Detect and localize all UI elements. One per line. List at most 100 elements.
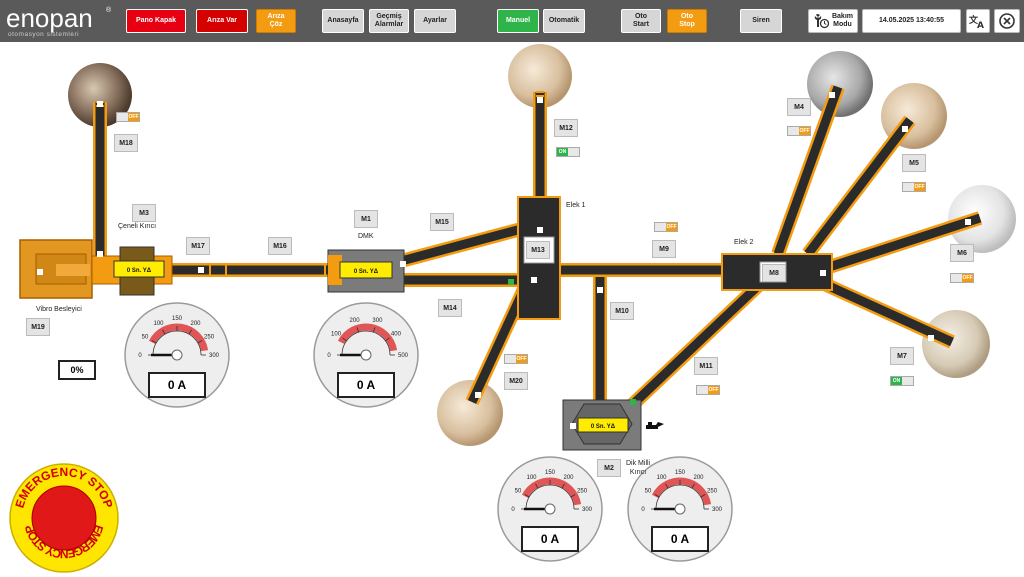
toggle-m4[interactable]: OFF	[787, 126, 811, 136]
gauge-tick-label: 250	[204, 335, 215, 341]
motor-label-m8[interactable]: M8	[762, 264, 786, 282]
ammeter-readout-4: 0 A	[651, 526, 709, 552]
motor-label-m9[interactable]: M9	[652, 240, 676, 258]
gauge-scale	[341, 330, 391, 356]
gauge-tick-label: 0	[511, 507, 515, 513]
bakim-label: Bakım Modu	[832, 13, 853, 29]
motor-label-m6[interactable]: M6	[950, 244, 974, 262]
gauge-tick	[691, 483, 695, 489]
toggle-m6[interactable]: OFF	[950, 273, 974, 283]
oto-stop-button[interactable]: Oto Stop	[667, 9, 707, 33]
vibro-feeder	[19, 239, 93, 299]
toggle-m20[interactable]: OFF	[504, 354, 528, 364]
motor-label-m17[interactable]: M17	[186, 237, 210, 255]
gauge-tick-label: 300	[372, 318, 383, 324]
motor-label-m12[interactable]: M12	[554, 119, 578, 137]
brand-name: enopan	[6, 3, 93, 33]
motor-label-m10[interactable]: M10	[610, 302, 634, 320]
toggle-m9[interactable]: OFF	[654, 222, 678, 232]
gauge-pivot	[544, 503, 556, 515]
stockpile-m6	[948, 185, 1016, 253]
gauge-scale	[152, 330, 202, 356]
gauge-pivot	[674, 503, 686, 515]
translate-button[interactable]: 文 A	[966, 9, 990, 33]
manuel-button[interactable]: Manuel	[497, 9, 539, 33]
siren-button[interactable]: Siren	[740, 9, 782, 33]
gecmis-line2: Alarmlar	[374, 21, 404, 28]
toggle-m6-state: OFF	[962, 274, 973, 282]
emergency-stop-button[interactable]: EMERGENCY STOP EMERGENCY STOP	[9, 463, 119, 573]
stockpile-m7	[922, 310, 990, 378]
gauge-tick	[373, 327, 376, 333]
motor-label-m4[interactable]: M4	[787, 98, 811, 116]
gauge-tick-label: 0	[327, 353, 331, 359]
gauge-tick-label: 400	[391, 331, 402, 337]
toggle-m5[interactable]: OFF	[902, 182, 926, 192]
motor-label-m19[interactable]: M19	[26, 318, 50, 336]
motor-label-m2[interactable]: M2	[597, 459, 621, 477]
motor-label-m1[interactable]: M1	[354, 210, 378, 228]
top-toolbar: enopan ® otomasyon sistemleri Pano Kapak…	[0, 0, 1024, 42]
vibro-percent-display[interactable]: 0%	[58, 360, 96, 380]
ariza-var-button[interactable]: Arıza Var	[196, 9, 248, 33]
gauge-tick	[162, 329, 166, 335]
otomatik-button[interactable]: Otomatik	[543, 9, 585, 33]
ariza-coz-button[interactable]: Arıza Çöz	[256, 9, 296, 33]
motor-label-m5[interactable]: M5	[902, 154, 926, 172]
caption-vibro: Vibro Besleyici	[36, 306, 82, 313]
stockpile-m18	[68, 63, 132, 127]
gauge-tick	[151, 340, 157, 344]
gauge-zone	[521, 477, 582, 506]
gauge-pivot	[171, 349, 183, 361]
gauge-tick	[654, 494, 660, 498]
oto-start-button[interactable]: Oto Start	[621, 9, 661, 33]
gauge-tick	[561, 483, 565, 489]
gauge-tick-label: 250	[577, 489, 588, 495]
toggle-m18-state: OFF	[128, 113, 139, 121]
close-button[interactable]	[994, 9, 1020, 33]
toggle-m11[interactable]: OFF	[696, 385, 720, 395]
bakim-modu-button[interactable]: Bakım Modu	[808, 9, 858, 33]
toggle-m5-state: OFF	[914, 183, 925, 191]
gecmis-alarmlar-button[interactable]: Geçmiş Alarmlar	[369, 9, 409, 33]
gauge-tick-label: 300	[582, 507, 593, 513]
motor-label-m3[interactable]: M3	[132, 204, 156, 222]
gauge-tick-label: 200	[190, 321, 201, 327]
gauge-zone	[148, 323, 209, 352]
motor-label-m13[interactable]: M13	[526, 241, 550, 259]
toggle-m4-state: OFF	[799, 127, 810, 135]
gauge-pivot	[360, 349, 372, 361]
motor-label-m14[interactable]: M14	[438, 299, 462, 317]
gauge-tick-label: 0	[138, 353, 142, 359]
gauge-zone	[651, 477, 712, 506]
dikmili-timer-label: 0 Sn. YΔ	[591, 424, 616, 430]
gauge-tick-label: 150	[172, 316, 183, 322]
status-indicators	[37, 92, 971, 429]
motor-label-m18[interactable]: M18	[114, 134, 138, 152]
gauge-tick	[356, 327, 359, 333]
motor-label-m7[interactable]: M7	[890, 347, 914, 365]
ayarlar-button[interactable]: Ayarlar	[414, 9, 456, 33]
gauge-tick-label: 200	[563, 475, 574, 481]
motor-label-m15[interactable]: M15	[430, 213, 454, 231]
brand-tagline: otomasyon sistemleri	[8, 31, 79, 38]
pano-kapak-button[interactable]: Pano Kapak	[126, 9, 186, 33]
gauge-tick	[535, 483, 539, 489]
caption-dmk: DMK	[358, 233, 374, 240]
ceneli-timer-label: 0 Sn. YΔ	[127, 268, 152, 274]
close-icon	[999, 13, 1015, 29]
oto-start-line1: Oto	[634, 13, 648, 20]
caption-dikmili-line2: Kırıcı	[629, 469, 647, 476]
anasayfa-button[interactable]: Anasayfa	[322, 9, 364, 33]
dmk-timer-label: 0 Sn. YΔ	[354, 269, 379, 275]
gauge-tick	[197, 340, 203, 344]
toggle-m18[interactable]: OFF	[116, 112, 140, 122]
motor-label-m20[interactable]: M20	[504, 372, 528, 390]
motor-label-m11[interactable]: M11	[694, 357, 718, 375]
gauge-tick-label: 0	[641, 507, 645, 513]
gauge-tick	[385, 337, 390, 342]
toggle-m7[interactable]: ON	[890, 376, 914, 386]
toggle-m12[interactable]: ON	[556, 147, 580, 157]
motor-label-m16[interactable]: M16	[268, 237, 292, 255]
